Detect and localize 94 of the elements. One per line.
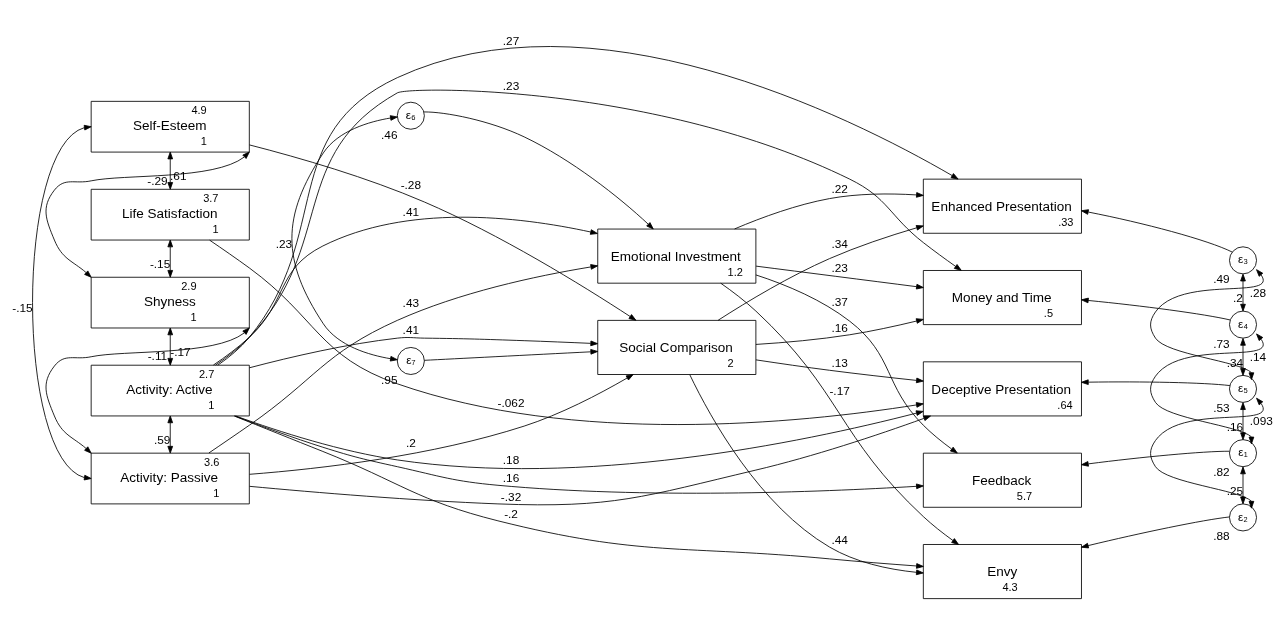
edge-label: .25 xyxy=(1226,483,1244,498)
arrow xyxy=(45,327,250,454)
node-box: Deceptive Presentation .64 xyxy=(922,360,1082,416)
arrow xyxy=(717,224,924,321)
arrow xyxy=(424,348,599,361)
arrow xyxy=(1240,466,1246,504)
arrow xyxy=(1150,397,1264,509)
arrow xyxy=(32,124,92,480)
edge-label: .16 xyxy=(831,320,848,335)
arrow xyxy=(45,151,250,278)
edge-label: .37 xyxy=(831,294,848,309)
arrow xyxy=(423,111,654,229)
edge-label: .22 xyxy=(831,181,848,196)
arrow xyxy=(734,191,924,229)
arrow xyxy=(1081,297,1231,320)
edge-label: .23 xyxy=(831,260,848,275)
arrow xyxy=(1081,378,1231,386)
arrow xyxy=(1081,516,1230,548)
edge-label: -.28 xyxy=(400,177,422,192)
edge-label: .16 xyxy=(502,470,520,485)
edge-label: .23 xyxy=(502,78,520,93)
edge-label: -.17 xyxy=(829,383,850,398)
edge-label: -.15 xyxy=(149,256,171,271)
node-box: 3.6 Activity: Passive 1 xyxy=(90,452,250,504)
node-label: .53 xyxy=(1213,400,1230,415)
arrow xyxy=(167,415,174,454)
arrow xyxy=(755,265,924,289)
node-circle: ε₇ xyxy=(396,346,425,375)
edge-label: .18 xyxy=(502,452,520,467)
edge-label: .34 xyxy=(831,236,848,251)
arrow xyxy=(1150,333,1264,444)
arrow xyxy=(249,373,634,475)
node-box: Feedback 5.7 xyxy=(922,452,1082,508)
node-circle: ε₆ xyxy=(396,101,425,130)
arrow xyxy=(235,409,924,469)
arrow xyxy=(1081,450,1230,467)
edge-label: -.32 xyxy=(500,489,522,504)
arrow xyxy=(233,415,924,569)
node-circle: ε₃ xyxy=(1229,245,1257,274)
edge-label: .41 xyxy=(402,204,420,219)
arrow xyxy=(248,336,598,368)
edge-label: .41 xyxy=(402,322,420,337)
edge-label: .59 xyxy=(153,432,171,447)
arrow xyxy=(720,282,959,545)
arrow xyxy=(1240,273,1246,311)
edge-label: -.29 xyxy=(147,173,168,188)
edge-label: -.15 xyxy=(12,300,33,315)
arrow xyxy=(167,151,174,190)
arrow xyxy=(167,239,174,278)
arrow xyxy=(1081,208,1233,252)
node-box: Emotional Investment 1.2 xyxy=(597,228,757,284)
arrow xyxy=(1240,401,1246,440)
edge-label: .2 xyxy=(1233,290,1243,305)
arrow xyxy=(249,144,637,321)
edge-label: .34 xyxy=(1226,355,1244,370)
edge-label: .27 xyxy=(502,33,520,48)
node-label: .46 xyxy=(381,127,398,142)
edge-label: .093 xyxy=(1249,413,1273,428)
arrow xyxy=(208,263,599,453)
edge-label: .23 xyxy=(275,236,293,251)
node-label: .73 xyxy=(1213,336,1230,351)
node-box: 2.7 Activity: Active 1 xyxy=(90,364,250,416)
edge-label: .2 xyxy=(405,435,416,450)
edge-label: -.11 xyxy=(147,348,168,363)
node-box: 4.9 Self-Esteem 1 xyxy=(90,100,250,152)
node-box: Social Comparison 2 xyxy=(597,319,757,375)
arrow xyxy=(167,327,174,366)
arrow xyxy=(689,373,924,575)
edge-label: .44 xyxy=(831,532,848,547)
node-box: Envy 4.3 xyxy=(922,543,1082,599)
edge-label: .13 xyxy=(831,355,848,370)
node-label: .49 xyxy=(1213,271,1230,286)
arrow xyxy=(1150,268,1264,380)
node-circle: ε₄ xyxy=(1229,310,1257,339)
arrow xyxy=(755,317,924,345)
edge-label: .43 xyxy=(402,295,420,310)
arrow xyxy=(1240,337,1246,376)
node-box: 2.9 Shyness 1 xyxy=(90,276,250,328)
node-circle: ε₅ xyxy=(1229,374,1257,403)
arrow xyxy=(755,358,924,383)
node-box: Enhanced Presentation .33 xyxy=(922,178,1082,234)
edge-label: -.2 xyxy=(504,506,518,521)
edge-label: -.062 xyxy=(497,395,525,410)
node-box: 3.7 Life Satisfaction 1 xyxy=(90,188,250,240)
arrow xyxy=(755,274,958,453)
node-label: .88 xyxy=(1213,528,1230,543)
arrow xyxy=(209,239,924,425)
arrow xyxy=(291,114,398,361)
node-label: .82 xyxy=(1213,464,1230,479)
edge-label: .14 xyxy=(1249,349,1267,364)
arrow xyxy=(212,216,598,365)
edge-label: .28 xyxy=(1249,285,1267,300)
node-box: Money and Time .5 xyxy=(922,269,1082,325)
edge-label: .16 xyxy=(1226,419,1244,434)
